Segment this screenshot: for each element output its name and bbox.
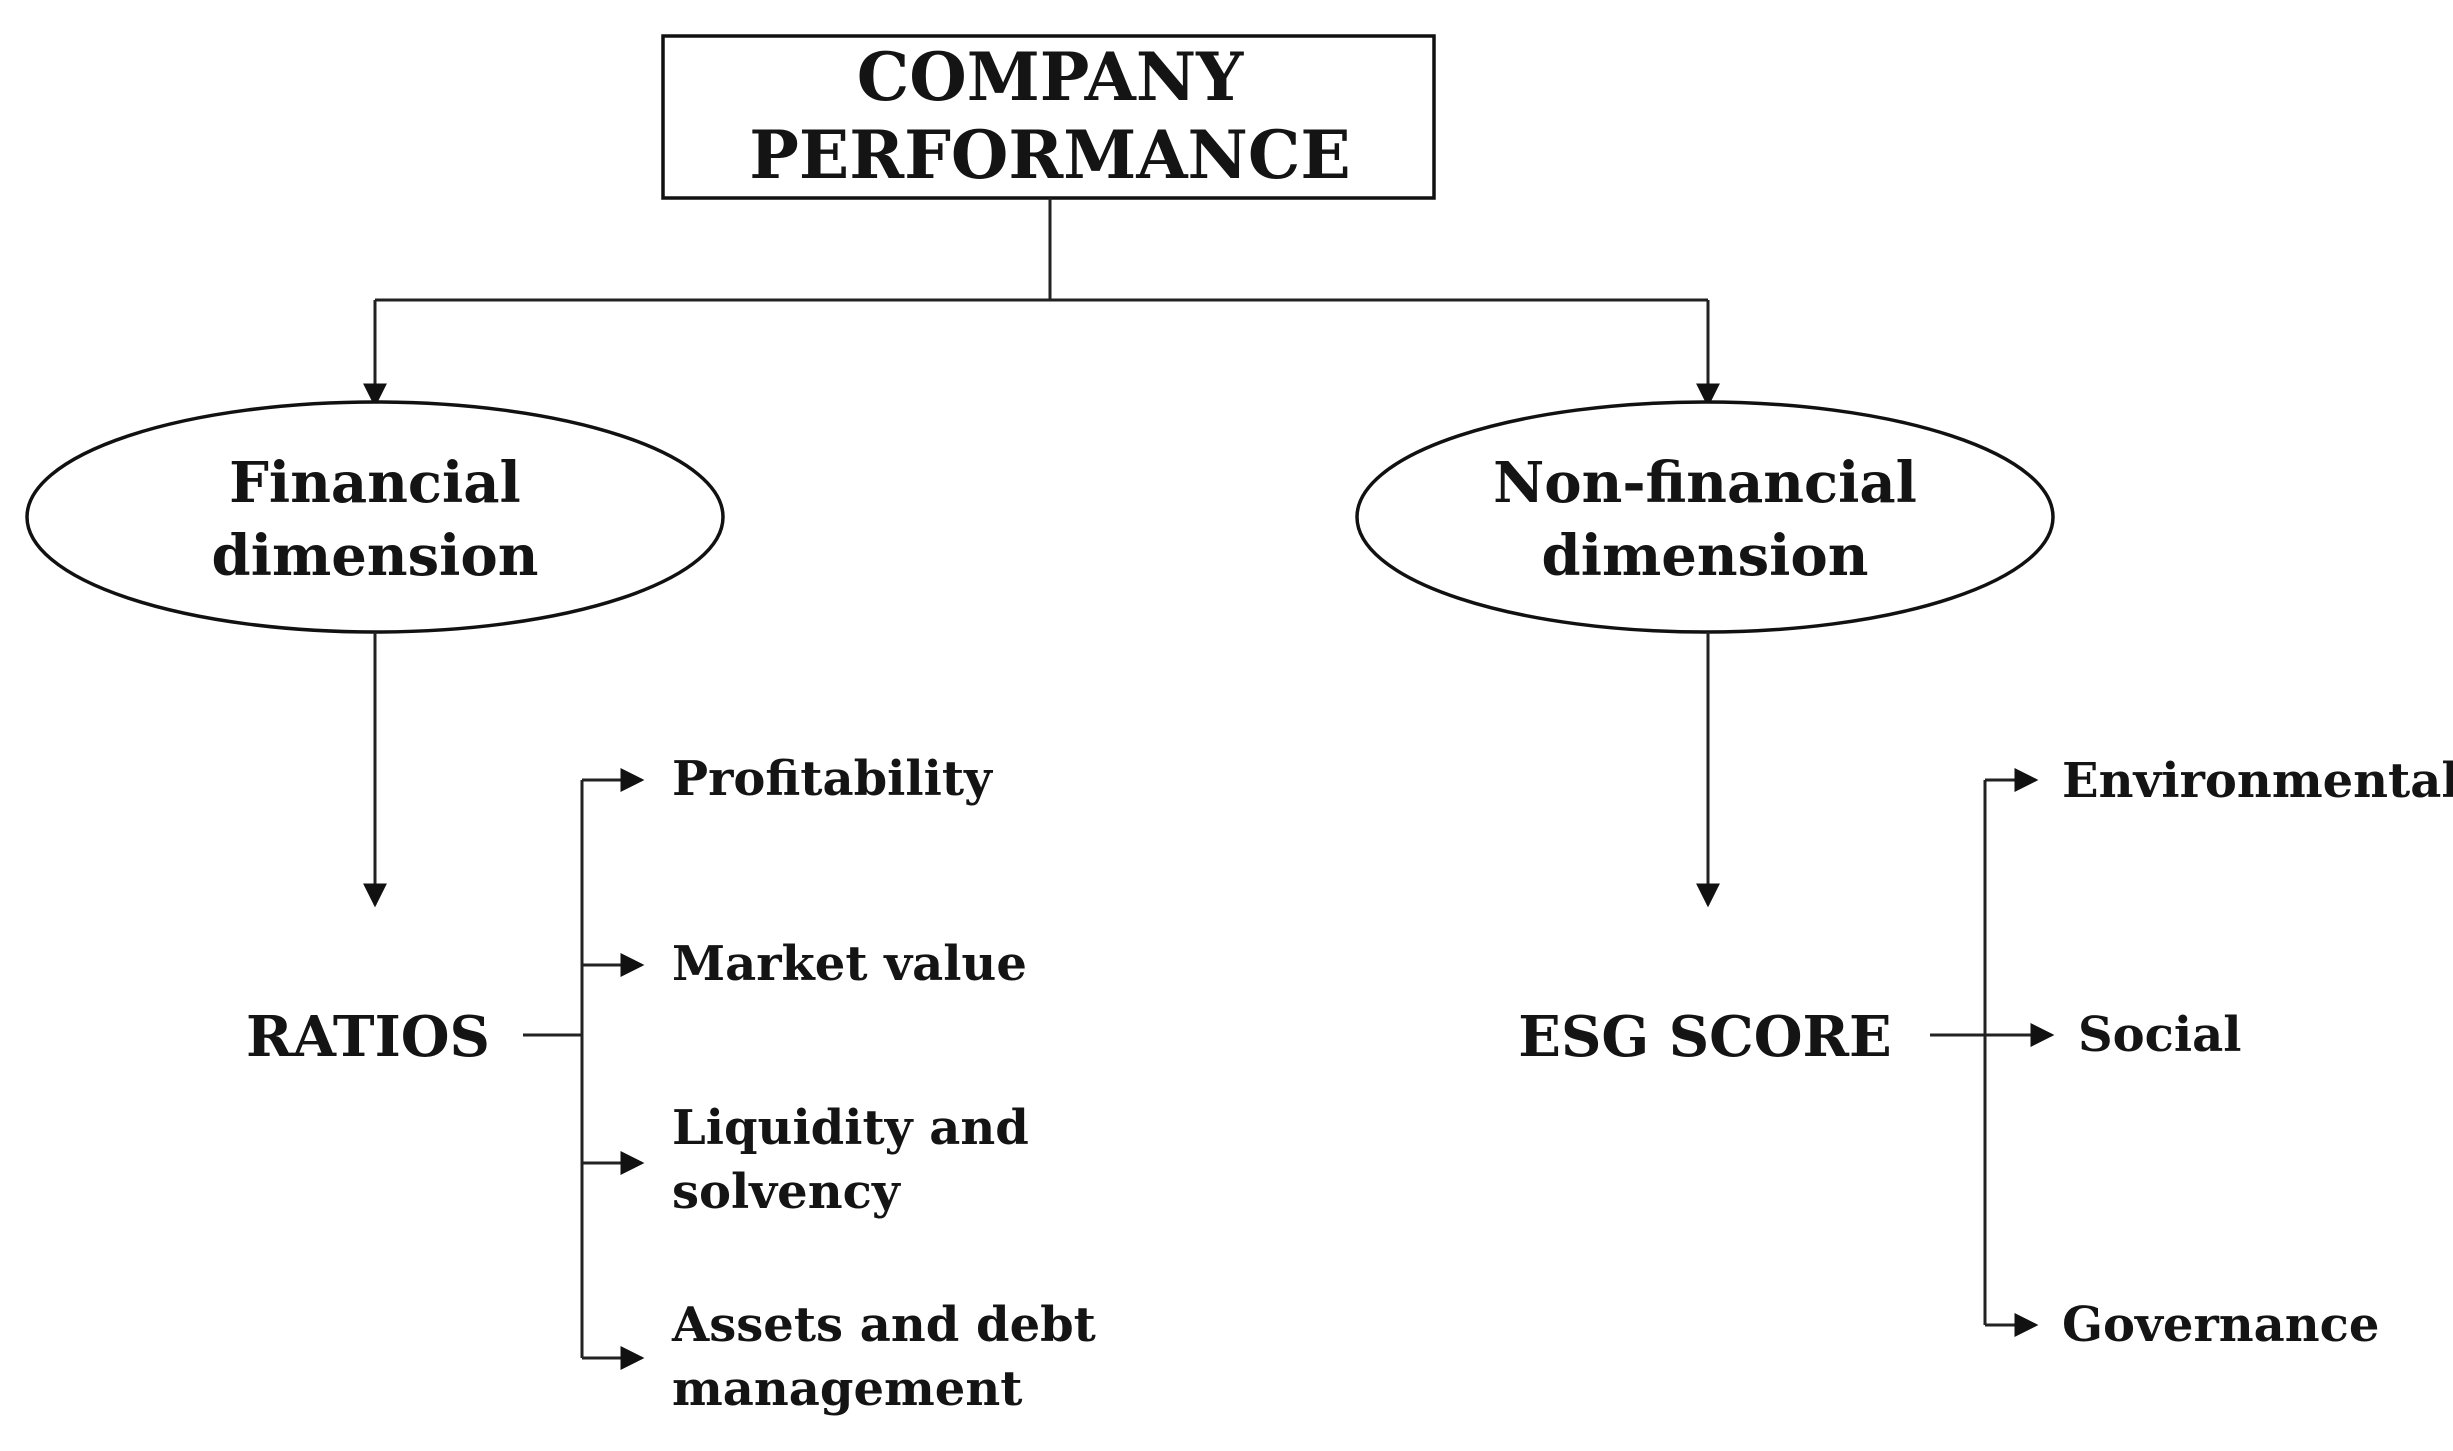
ratio-items: Profitability Market value Liquidity and…	[671, 751, 1096, 1417]
financial-line-1: Financial	[229, 450, 521, 516]
item-assets-line-2: management	[672, 1361, 1022, 1417]
top-connectors	[363, 198, 1720, 408]
title-line-1: COMPANY	[857, 38, 1244, 116]
non-financial-line-1: Non-financial	[1493, 450, 1917, 516]
non-financial-line-2: dimension	[1542, 523, 1869, 589]
financial-ellipse	[25, 400, 725, 634]
title-line-2: PERFORMANCE	[749, 116, 1350, 194]
item-governance: Governance	[2062, 1297, 2379, 1353]
financial-dimension-node: Financial dimension	[25, 400, 725, 634]
title-box	[661, 34, 1436, 200]
esg-items: Environmental Social Governance	[2062, 753, 2453, 1353]
non-financial-dimension-node: Non-financial dimension	[1355, 400, 2055, 634]
item-environmental: Environmental	[2062, 753, 2453, 809]
esg-score-label: ESG SCORE	[1518, 1004, 1891, 1070]
ratios-bracket	[523, 768, 645, 1370]
item-social: Social	[2078, 1007, 2241, 1063]
item-profitability: Profitability	[672, 751, 994, 807]
non-financial-ellipse	[1355, 400, 2055, 634]
financial-line-2: dimension	[212, 523, 539, 589]
item-market-value: Market value	[672, 936, 1027, 992]
item-assets-line-1: Assets and debt	[671, 1297, 1096, 1353]
esg-bracket	[1930, 768, 2055, 1337]
title-node: COMPANY PERFORMANCE	[661, 34, 1436, 200]
item-liquidity-line-1: Liquidity and	[672, 1100, 1029, 1156]
item-liquidity-line-2: solvency	[672, 1164, 902, 1220]
ratios-label: RATIOS	[246, 1004, 490, 1070]
